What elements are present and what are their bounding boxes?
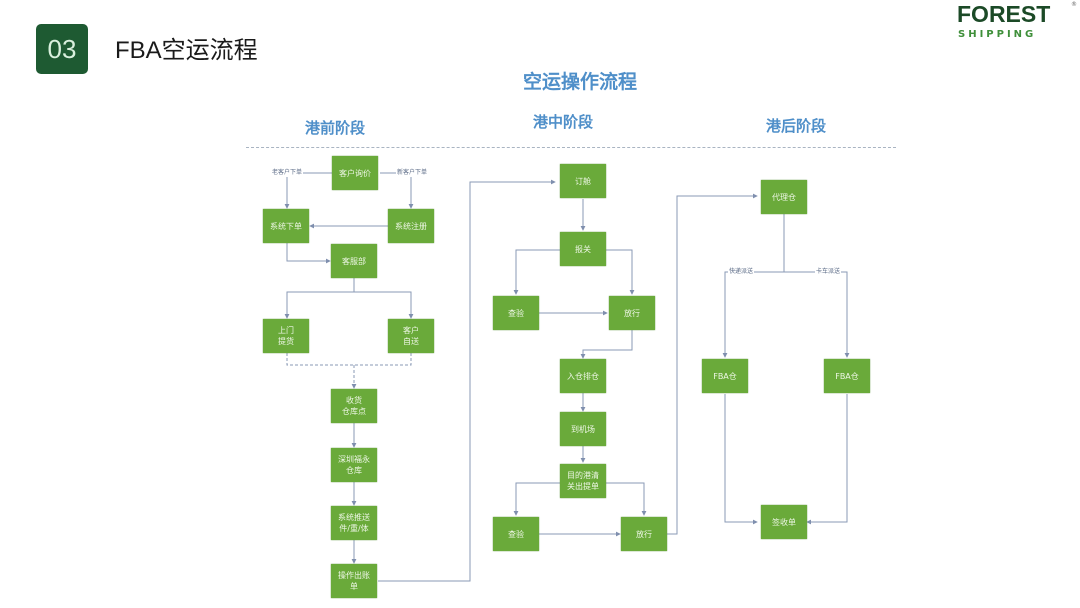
edge-inquiry-old	[284, 172, 332, 209]
node-system-push[interactable]: 系统推送 件/重/体	[331, 506, 377, 540]
node-warehouse-in[interactable]: 入仓排仓	[560, 359, 606, 393]
edge-agent-split	[724, 214, 847, 357]
node-booking[interactable]: 订舱	[560, 164, 606, 198]
edge-inquiry-new	[380, 172, 414, 209]
stage-post-port: 港后阶段	[766, 117, 827, 135]
node-receive[interactable]: 收货 仓库点	[331, 389, 377, 423]
node-inspect-1[interactable]: 查验	[493, 296, 539, 330]
edge-merge-receive	[286, 353, 412, 388]
stage-divider	[246, 147, 896, 148]
edge-label-old-customer: 老客户下单	[271, 169, 304, 177]
edge-label-new-customer: 新客户下单	[396, 169, 429, 177]
node-inquiry[interactable]: 客户询价	[332, 156, 378, 190]
node-customs[interactable]: 报关	[560, 232, 606, 266]
node-self-delivery[interactable]: 客户 自送	[388, 319, 434, 353]
edge-release-warehouse	[580, 330, 633, 359]
node-service[interactable]: 客服部	[331, 244, 377, 278]
logo-sub-text: SHIPPING	[958, 29, 1037, 40]
stage-pre-port: 港前阶段	[305, 119, 366, 137]
logo-main-text: FOREST	[957, 1, 1051, 27]
node-agent-warehouse[interactable]: 代理仓	[761, 180, 807, 214]
edge-operate-booking	[378, 179, 556, 582]
section-number-badge: 03	[36, 24, 88, 74]
node-release-2[interactable]: 放行	[621, 517, 667, 551]
node-fba-warehouse-2[interactable]: FBA仓	[824, 359, 870, 393]
logo-registered-mark: ®	[1071, 1, 1077, 8]
edge-order-service	[286, 243, 331, 264]
page-title: FBA空运流程	[115, 37, 258, 64]
edge-label-truck: 卡车派送	[815, 268, 842, 276]
forest-shipping-logo: FOREST ® SHIPPING	[955, 2, 1077, 44]
node-system-register[interactable]: 系统注册	[388, 209, 434, 243]
node-shenzhen-warehouse[interactable]: 深圳福永 仓库	[331, 448, 377, 482]
node-operate-bill[interactable]: 操作出账 单	[331, 564, 377, 598]
edge-release2-agent	[667, 193, 758, 535]
node-release-1[interactable]: 放行	[609, 296, 655, 330]
node-pickup[interactable]: 上门 提货	[263, 319, 309, 353]
edge-fba1-sign	[724, 394, 758, 525]
node-sign-receipt[interactable]: 签收单	[761, 505, 807, 539]
diagram-title: 空运操作流程	[522, 71, 637, 93]
stage-in-port: 港中阶段	[533, 113, 594, 131]
node-fba-warehouse-1[interactable]: FBA仓	[702, 359, 748, 393]
node-system-order[interactable]: 系统下单	[263, 209, 309, 243]
edge-service-split	[286, 277, 411, 318]
edge-fba2-sign	[806, 394, 848, 525]
node-to-airport[interactable]: 到机场	[560, 412, 606, 446]
node-inspect-2[interactable]: 查验	[493, 517, 539, 551]
node-destination-customs[interactable]: 目的港清 关出提单	[560, 464, 606, 498]
edge-label-express: 快递派送	[728, 268, 755, 276]
